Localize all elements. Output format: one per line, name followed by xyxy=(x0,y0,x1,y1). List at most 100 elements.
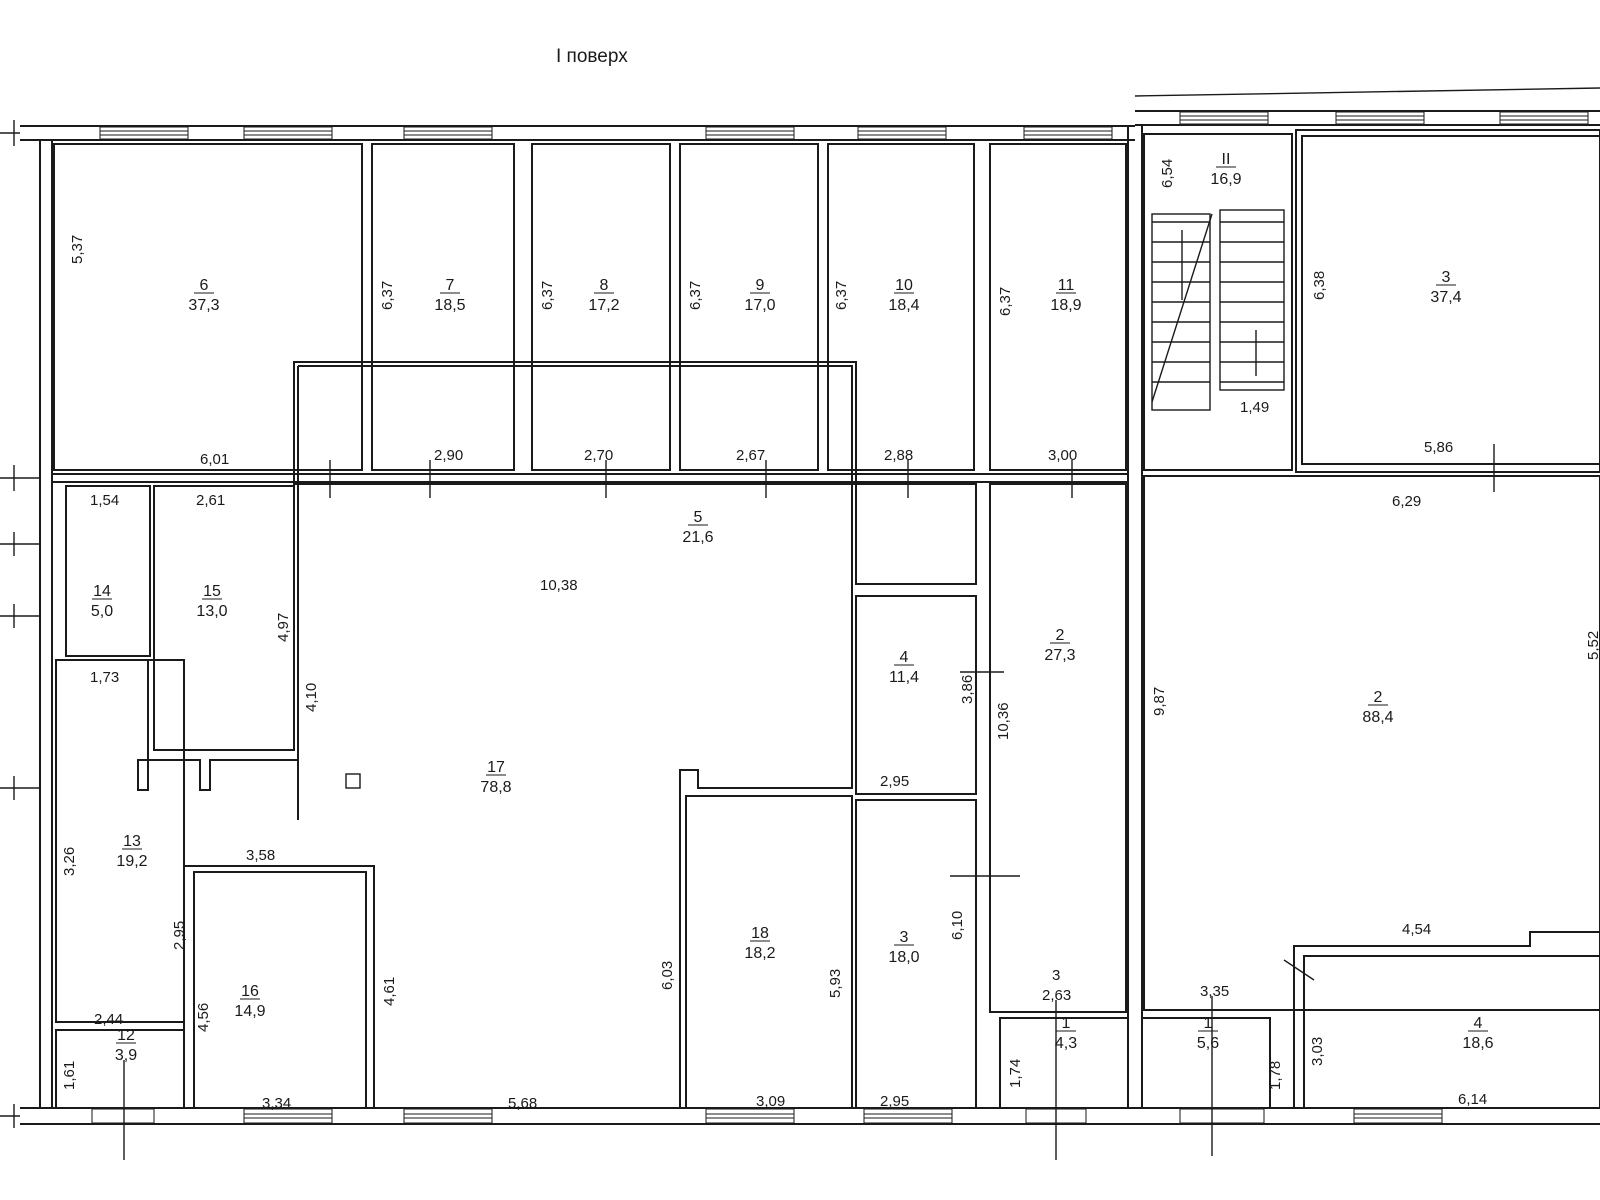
dimension-label: 3,35 xyxy=(1200,983,1229,1000)
dimension-label: 2,95 xyxy=(880,1093,909,1110)
room-area: 17,2 xyxy=(588,297,619,314)
room-area: 19,2 xyxy=(116,853,147,870)
room-number: 15 xyxy=(203,583,221,600)
room-label: 14,3 xyxy=(1055,1015,1077,1052)
room-area: 37,3 xyxy=(188,297,219,314)
dimension-label: 6,37 xyxy=(687,281,704,310)
dimension-label: 6,38 xyxy=(1311,271,1328,300)
room-label: 817,2 xyxy=(588,277,619,314)
column-marker xyxy=(345,773,361,789)
room-area: 18,5 xyxy=(434,297,465,314)
room-area: 18,9 xyxy=(1050,297,1081,314)
dimension-label: 5,37 xyxy=(69,235,86,264)
room-label: 318,0 xyxy=(888,929,919,966)
dimension-label: 10,36 xyxy=(995,702,1012,740)
dimension-label: 4,61 xyxy=(381,977,398,1006)
room-number: II xyxy=(1222,151,1231,168)
dimension-label: 2,63 xyxy=(1042,987,1071,1004)
room-area: 4,3 xyxy=(1055,1035,1077,1052)
dimension-label: 6,03 xyxy=(659,961,676,990)
room-label: 637,3 xyxy=(188,277,219,314)
dimension-label: 1,54 xyxy=(90,492,119,509)
room-label: 11 18,9 xyxy=(1050,277,1081,314)
windows-top xyxy=(99,111,1589,140)
room-number: 2 xyxy=(1374,689,1383,706)
room-number: 5 xyxy=(694,509,703,526)
dimension-label: 9,87 xyxy=(1151,687,1168,716)
dimension-label: 5,86 xyxy=(1424,439,1453,456)
room-label: 917,0 xyxy=(744,277,775,314)
room-area: 14,9 xyxy=(234,1003,265,1020)
room-area: 27,3 xyxy=(1044,647,1075,664)
dimension-label: 2,61 xyxy=(196,492,225,509)
dimension-label: 4,97 xyxy=(275,613,292,642)
dimension-label: 3,03 xyxy=(1309,1037,1326,1066)
floor-title: I поверх xyxy=(556,46,628,67)
dimension-label: 6,37 xyxy=(379,281,396,310)
room-number: 4 xyxy=(1474,1015,1483,1032)
room-number: 18 xyxy=(751,925,769,942)
room-number: 16 xyxy=(241,983,259,1000)
room-area: 11,4 xyxy=(889,669,919,686)
room-number: 6 xyxy=(200,277,209,294)
dimension-label: 3,58 xyxy=(246,847,275,864)
room-number: 10 xyxy=(895,277,913,294)
room-label: 418,6 xyxy=(1462,1015,1493,1052)
dimension-label: 3,34 xyxy=(262,1095,291,1112)
dimension-label: 2,88 xyxy=(884,447,913,464)
room-outlines xyxy=(52,129,1600,1109)
dimension-label: 3,86 xyxy=(959,675,976,704)
dimension-label: 3,00 xyxy=(1048,447,1077,464)
room-area: 5,0 xyxy=(91,603,113,620)
room-label: 337,4 xyxy=(1430,269,1461,306)
dimension-label: 2,67 xyxy=(736,447,765,464)
room-number: 3 xyxy=(1442,269,1451,286)
dimension-label: 6,14 xyxy=(1458,1091,1487,1108)
dimension-label: 1,74 xyxy=(1007,1059,1024,1088)
room-area: 16,9 xyxy=(1210,171,1241,188)
room-number: 17 xyxy=(487,759,505,776)
dimension-label: 6,37 xyxy=(997,287,1014,316)
dimension-label: 6,37 xyxy=(833,281,850,310)
room-label: 411,4 xyxy=(889,649,919,686)
room-label: 15 13,0 xyxy=(196,583,227,620)
dimension-label: 5,68 xyxy=(508,1095,537,1112)
outer-walls xyxy=(0,87,1600,1128)
room-area: 5,6 xyxy=(1197,1035,1219,1052)
room-area: 18,0 xyxy=(888,949,919,966)
dimension-label: 1,49 xyxy=(1240,399,1269,416)
dimension-label: 4,54 xyxy=(1402,921,1431,938)
dimension-label: 2,90 xyxy=(434,447,463,464)
room-number: 8 xyxy=(600,277,609,294)
room-area: 78,8 xyxy=(480,779,511,796)
dimension-label: 5,93 xyxy=(827,969,844,998)
room-label: 521,6 xyxy=(682,509,713,546)
dimension-label: 5,52 xyxy=(1585,631,1600,660)
room-number: 3 xyxy=(900,929,909,946)
dimension-label: 2,70 xyxy=(584,447,613,464)
room-number: 11 xyxy=(1058,277,1075,294)
room-label: 227,3 xyxy=(1044,627,1075,664)
room-number: 7 xyxy=(446,277,455,294)
room-number: 4 xyxy=(900,649,909,666)
room-area: 21,6 xyxy=(682,529,713,546)
dimension-label: 6,54 xyxy=(1159,159,1176,188)
dimension-label: 2,44 xyxy=(94,1011,123,1028)
room-area: 37,4 xyxy=(1430,289,1461,306)
room-area: 13,0 xyxy=(196,603,227,620)
dimension-label: 6,01 xyxy=(200,451,229,468)
room-area: 17,0 xyxy=(744,297,775,314)
room-label: 15,6 xyxy=(1197,1015,1219,1052)
dimension-label: 4,10 xyxy=(303,683,320,712)
dimension-label: 6,29 xyxy=(1392,493,1421,510)
room-number: 1 xyxy=(1204,1015,1213,1032)
room-number: 14 xyxy=(93,583,111,600)
room-labels: 637,3718,5817,2917,01018,41118,9II16,933… xyxy=(91,151,1494,1064)
dimension-label: 3 xyxy=(1052,967,1060,984)
dimension-label: 3,26 xyxy=(61,847,78,876)
